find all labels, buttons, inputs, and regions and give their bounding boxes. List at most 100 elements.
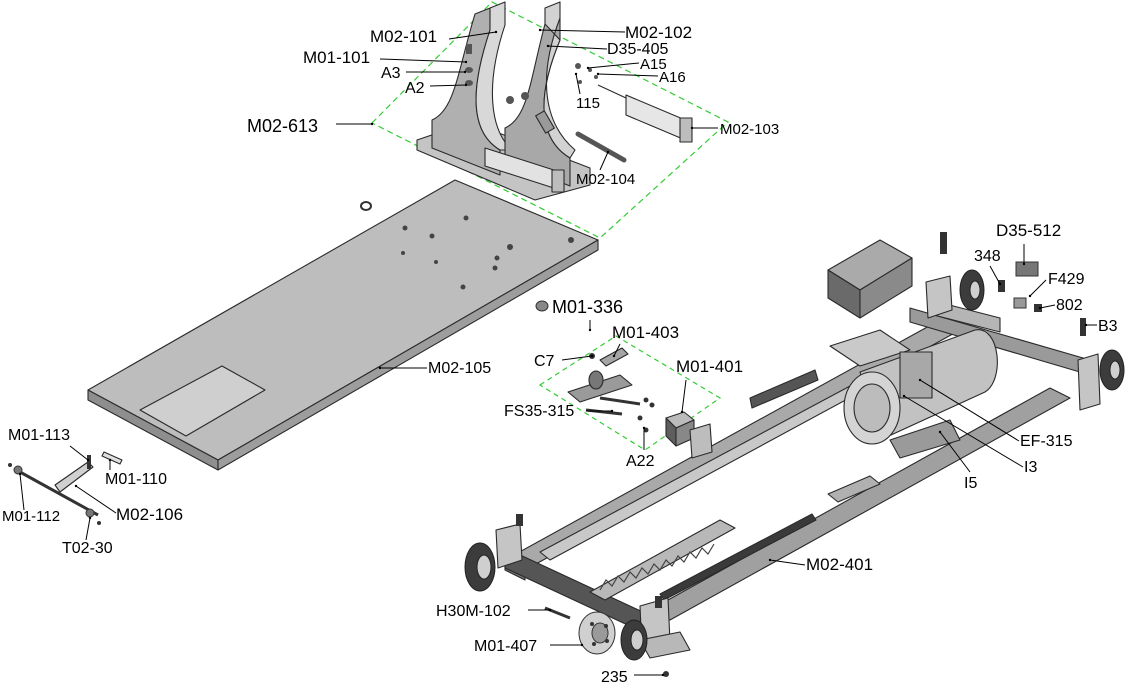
leader-line-348 <box>989 265 1001 285</box>
part-label-m02-106: M02-106 <box>116 505 183 524</box>
part-label-802: 802 <box>1056 297 1083 314</box>
leader-end-fs35-315 <box>610 409 614 413</box>
callout-b3: B3 <box>1084 318 1118 335</box>
eye-bolt <box>360 201 372 211</box>
callout-c7: C7 <box>534 353 594 370</box>
lever-nut <box>13 465 23 475</box>
leader-end-m01-401 <box>680 410 684 414</box>
lever-end-cap <box>97 521 101 525</box>
part-label-m01-336: M01-336 <box>552 297 623 317</box>
part-label-115: 115 <box>576 95 600 112</box>
leader-line-m01-403 <box>613 343 621 357</box>
leader-end-m01-403 <box>612 354 616 358</box>
hydraulic-cylinder-upper <box>597 84 693 143</box>
callout-m01-110: M01-110 <box>105 458 167 488</box>
callout-fs35-315: FS35-315 <box>504 403 614 420</box>
spacer-nut <box>535 300 549 312</box>
part-label-a22: A22 <box>626 453 655 470</box>
callout-d35-512: D35-512 <box>996 221 1061 266</box>
callout-m01-112: M01-112 <box>2 472 60 525</box>
callout-a15: A15 <box>586 56 667 73</box>
leader-end-c7 <box>590 354 594 358</box>
hydraulic-cylinder-lower <box>484 147 565 193</box>
side-strap <box>659 513 817 601</box>
callout-d35-405: D35-405 <box>546 41 668 58</box>
lever-collar <box>85 508 95 518</box>
callout-802: 802 <box>1038 297 1083 314</box>
part-label-d35-405: D35-405 <box>607 41 668 58</box>
leader-end-115 <box>574 72 578 76</box>
part-label-t02-30: T02-30 <box>62 540 113 557</box>
part-label-m02-104: M02-104 <box>576 171 635 188</box>
leader-end-m02-105 <box>378 366 382 370</box>
leader-line-a16 <box>597 73 659 77</box>
leader-end-a16 <box>596 72 600 76</box>
control-box <box>827 239 913 319</box>
leader-end-i5 <box>938 430 942 434</box>
part-label-i5: I5 <box>964 475 977 492</box>
callout-i3: I3 <box>902 394 1037 476</box>
leader-end-d35-512 <box>1022 262 1026 266</box>
assembly-group-outline <box>370 1 730 239</box>
leader-end-m01-407 <box>580 643 584 647</box>
leader-end-a3 <box>463 70 467 74</box>
part-label-m01-401: M01-401 <box>676 357 743 376</box>
callout-235: 235 <box>601 669 665 686</box>
leader-line-802 <box>1039 304 1056 309</box>
leader-end-h30m-102 <box>548 608 552 612</box>
leader-end-m01-336 <box>588 328 592 332</box>
part-label-a15: A15 <box>640 56 667 73</box>
callout-m02-102: M02-102 <box>538 23 692 42</box>
callout-a22: A22 <box>626 426 655 470</box>
ratchet-strip <box>589 519 736 601</box>
part-label-f429: F429 <box>1048 271 1085 288</box>
lever-pin <box>87 455 91 469</box>
part-label-b3: B3 <box>1098 318 1118 335</box>
carriage-frame <box>464 232 1125 677</box>
leader-end-a15 <box>586 66 590 70</box>
lever-key <box>101 451 123 465</box>
part-label-i3: I3 <box>1024 459 1037 476</box>
callout-ef-315: EF-315 <box>918 378 1073 450</box>
bed-plate-holes <box>401 215 574 290</box>
mount-plate-d <box>689 423 713 459</box>
part-label-m02-103: M02-103 <box>720 121 779 138</box>
leader-line-ef-315 <box>919 379 1020 442</box>
leader-line-f429 <box>1029 279 1047 297</box>
cross-rod <box>535 110 555 134</box>
part-label-235: 235 <box>601 669 628 686</box>
part-label-ef-315: EF-315 <box>1020 433 1073 450</box>
leader-line-d35-405 <box>547 45 608 50</box>
callout-h30m-102: H30M-102 <box>436 603 552 620</box>
callout-115: 115 <box>574 72 600 112</box>
leader-end-f429 <box>1028 294 1032 298</box>
leader-end-m01-101 <box>464 60 468 64</box>
leader-end-m01-113 <box>86 458 90 462</box>
part-label-m01-110: M01-110 <box>105 471 167 488</box>
fastener-stack <box>465 44 598 104</box>
leader-line-i3 <box>903 395 1024 468</box>
leader-end-d35-405 <box>546 44 550 48</box>
callout-m01-101: M01-101 <box>303 48 468 67</box>
mount-plate-a <box>829 329 911 367</box>
callout-m01-113: M01-113 <box>8 427 90 462</box>
leader-end-m01-112 <box>18 472 22 476</box>
leader-line-m02-104 <box>599 151 609 171</box>
leader-end-a2 <box>464 83 468 87</box>
caster-wheel-rear-left <box>959 269 985 311</box>
part-label-m02-613: M02-613 <box>247 116 318 136</box>
part-label-m02-102: M02-102 <box>625 23 692 42</box>
leader-end-m02-102 <box>538 28 542 32</box>
caster-wheel-front-right <box>620 619 648 661</box>
part-label-c7: C7 <box>534 353 555 370</box>
callout-f429: F429 <box>1028 271 1085 298</box>
leader-line-a2 <box>429 84 467 87</box>
leader-line-m02-106 <box>75 485 117 514</box>
leader-end-t02-30 <box>88 516 92 520</box>
side-bracket-right-edge <box>543 1 576 159</box>
part-label-fs35-315: FS35-315 <box>504 403 574 420</box>
callout-m01-336: M01-336 <box>552 297 623 332</box>
leader-line-m01-401 <box>681 379 687 413</box>
subassembly-group-outline <box>538 335 722 451</box>
